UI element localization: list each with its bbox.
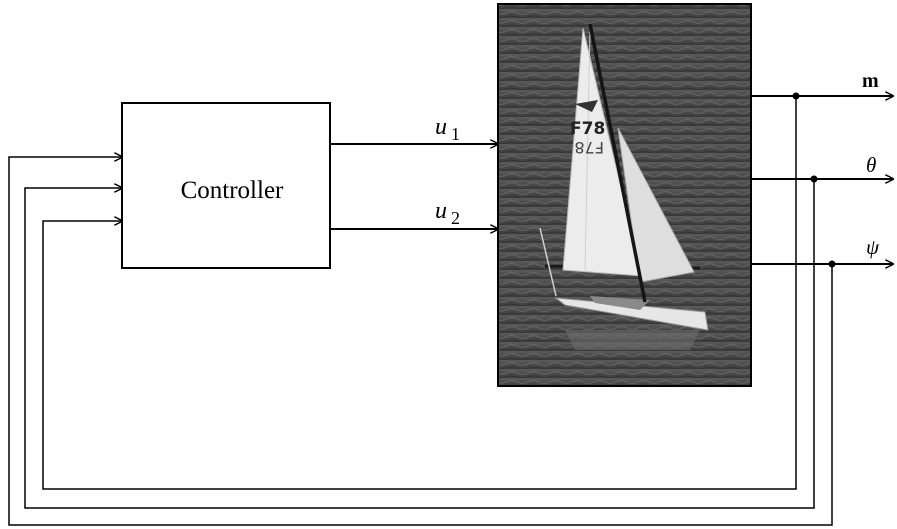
feedback-psi-path (8, 157, 833, 526)
controller-label: Controller (181, 177, 284, 204)
svg-text:F78: F78 (570, 119, 605, 139)
output-theta-label: θ (866, 153, 876, 177)
plant-block: F78 F78 (497, 3, 752, 387)
feedback-m-path (42, 96, 797, 490)
feedback-theta-path (24, 179, 815, 509)
controller-block (121, 102, 331, 269)
output-m-label: m (862, 70, 879, 92)
sailboat-image: F78 F78 (539, 23, 709, 350)
svg-text:F78: F78 (574, 138, 604, 157)
output-psi-label: ψ (866, 235, 880, 259)
